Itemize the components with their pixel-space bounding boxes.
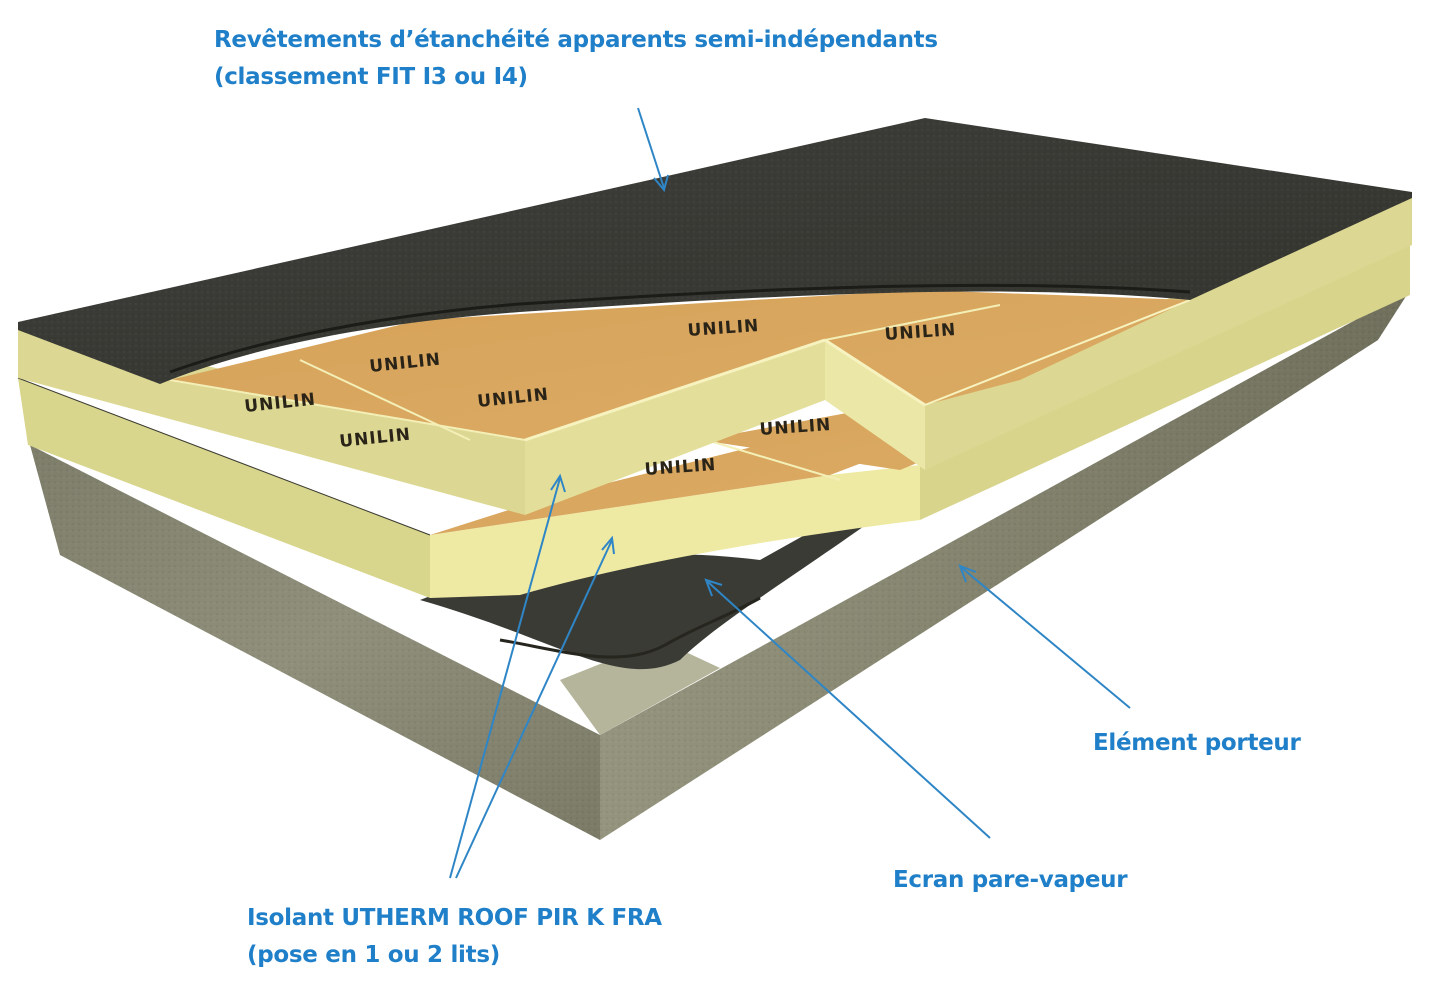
label-line: Elément porteur — [1093, 730, 1301, 756]
vapour-barrier — [420, 465, 930, 670]
label-line: (pose en 1 ou 2 lits) — [247, 942, 500, 968]
brand-marking: UNILIN — [759, 415, 832, 440]
concrete-slab — [30, 290, 1410, 840]
insulation-upper-layer — [18, 192, 1412, 515]
label-insulation: Isolant UTHERM ROOF PIR K FRA (pose en 1… — [247, 900, 662, 974]
label-line: Ecran pare-vapeur — [893, 867, 1128, 893]
brand-marking: UNILIN — [884, 320, 957, 345]
arrow-insulation-lower — [455, 535, 615, 879]
label-line: Revêtements d’étanchéité apparents semi-… — [214, 27, 938, 53]
arrow-insulation-upper — [449, 473, 566, 879]
label-line: (classement FIT I3 ou I4) — [214, 64, 528, 90]
leader-arrows — [449, 107, 1131, 879]
label-line: Isolant UTHERM ROOF PIR K FRA — [247, 905, 662, 931]
label-waterproofing-membrane: Revêtements d’étanchéité apparents semi-… — [214, 22, 938, 96]
arrow-support — [958, 564, 1131, 709]
brand-marking: UNILIN — [644, 455, 717, 480]
arrow-vapour — [704, 578, 991, 839]
arrow-membrane — [637, 107, 669, 193]
brand-marking: UNILIN — [687, 316, 760, 341]
waterproofing-membrane — [18, 118, 1412, 384]
label-vapour-barrier: Ecran pare-vapeur — [893, 862, 1128, 899]
label-structural-support: Elément porteur — [1093, 725, 1301, 762]
